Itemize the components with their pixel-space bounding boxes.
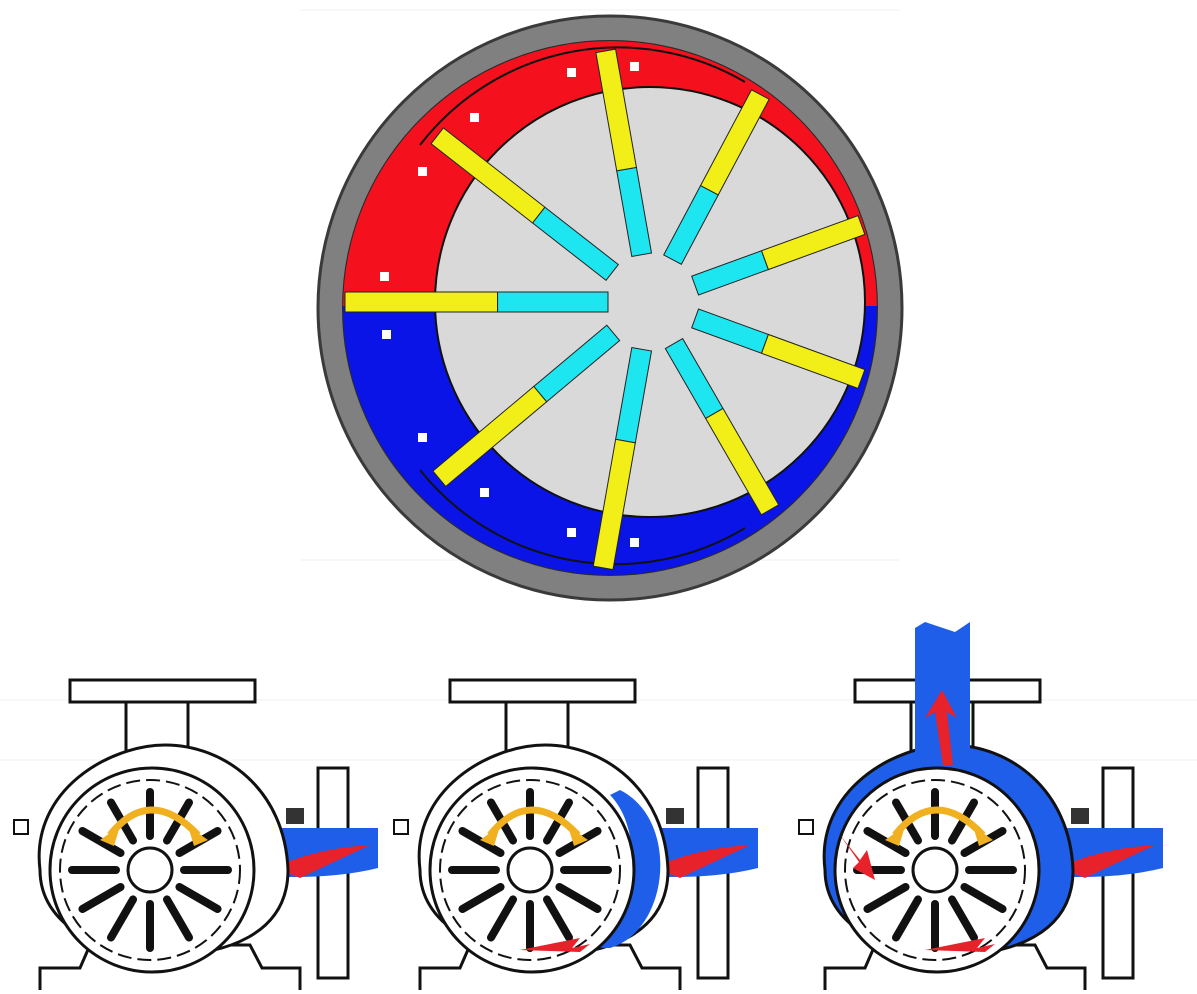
pump-stage-row <box>14 622 1163 990</box>
pump-stage-1 <box>14 680 378 990</box>
side-bolt <box>14 820 28 834</box>
vane-tip-segment <box>345 292 498 312</box>
outlet-flange <box>70 680 255 702</box>
side-bolt <box>799 820 813 834</box>
liquid-ring-rotor <box>318 16 902 600</box>
top-bolt <box>1071 808 1089 824</box>
pump-stage-2 <box>394 680 758 990</box>
rotor-shaft <box>508 848 552 892</box>
shaft-center <box>610 262 690 342</box>
top-bolt <box>666 808 684 824</box>
vane <box>345 292 608 312</box>
rotor-shaft <box>128 848 172 892</box>
top-bolt <box>286 808 304 824</box>
pump-stage-3 <box>799 622 1163 990</box>
outlet-flange <box>450 680 635 702</box>
vane-inner-segment <box>498 292 608 312</box>
side-bolt <box>394 820 408 834</box>
rotor-shaft <box>913 848 957 892</box>
